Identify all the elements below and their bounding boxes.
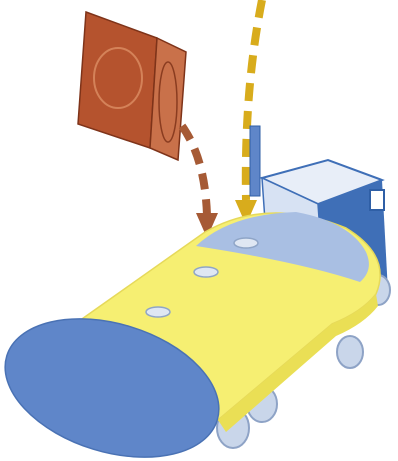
brick-arrow-shaft — [182, 126, 207, 215]
cab-window — [370, 190, 384, 210]
hatch — [234, 238, 258, 248]
wheel — [337, 336, 363, 368]
brick-front-face — [78, 12, 157, 148]
brick-block — [78, 12, 186, 160]
hatch — [146, 307, 170, 317]
hatch — [194, 267, 218, 277]
brick-arrow — [182, 126, 218, 238]
exhaust-stack — [250, 126, 260, 196]
tank — [0, 212, 380, 461]
